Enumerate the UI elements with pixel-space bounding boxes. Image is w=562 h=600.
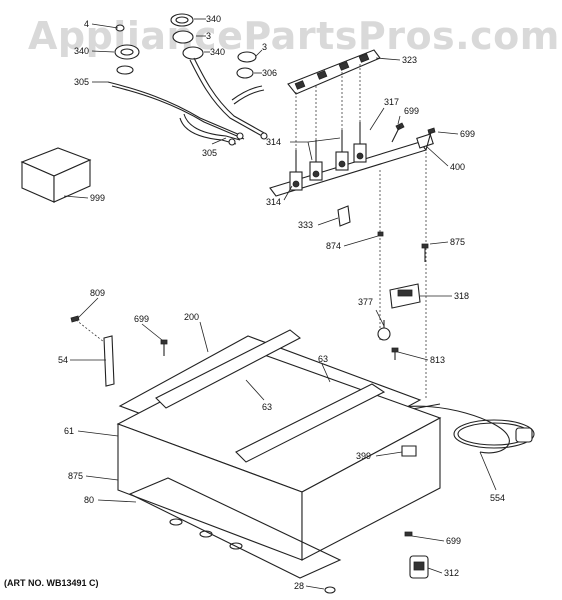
callout-306: 306 (262, 68, 277, 78)
gas-manifold (269, 62, 434, 400)
callout-314-a: 314 (266, 137, 281, 147)
callout-200: 200 (184, 312, 199, 322)
callout-340-b: 340 (74, 46, 89, 56)
callout-875-b: 875 (68, 471, 83, 481)
callout-874: 874 (326, 241, 341, 251)
valve-2 (309, 140, 323, 181)
callout-699-a: 699 (404, 106, 419, 116)
bottom-plate (128, 477, 342, 579)
callout-80: 80 (84, 495, 94, 505)
callout-labels: 4 340 3 340 340 3 306 305 305 323 317 69… (58, 14, 505, 591)
valve-bracket (287, 49, 381, 95)
callout-63-a: 63 (318, 354, 328, 364)
bracket-399 (401, 445, 417, 457)
callout-3-a: 3 (206, 31, 211, 41)
art-number: (ART NO. WB13491 C) (4, 578, 99, 588)
support-rails (155, 329, 386, 463)
burner-box (116, 351, 442, 561)
side-bracket (103, 335, 115, 387)
callout-318: 318 (454, 291, 469, 301)
spark-module (389, 283, 421, 309)
callout-4: 4 (84, 19, 89, 29)
callout-400: 400 (450, 162, 465, 172)
callout-813: 813 (430, 355, 445, 365)
callout-3-b: 3 (262, 42, 267, 52)
callout-54: 54 (58, 355, 68, 365)
valve-1 (289, 150, 303, 191)
callout-305-a: 305 (74, 77, 89, 87)
callout-809: 809 (90, 288, 105, 298)
callout-699-b: 699 (460, 129, 475, 139)
callout-999: 999 (90, 193, 105, 203)
callout-340-a: 340 (206, 14, 221, 24)
callout-377: 377 (358, 297, 373, 307)
callout-63-b: 63 (262, 402, 272, 412)
valve-4 (353, 122, 367, 163)
callout-340-c: 340 (210, 47, 225, 57)
callout-399: 399 (356, 451, 371, 461)
callout-699-c: 699 (134, 314, 149, 324)
foot (324, 586, 336, 594)
leader-lines (63, 18, 497, 590)
valve-3 (335, 130, 349, 171)
callout-28: 28 (294, 581, 304, 591)
bracket-333 (337, 205, 351, 227)
igniter-switch (377, 320, 391, 341)
callout-314-b: 314 (266, 197, 281, 207)
callout-61: 61 (64, 426, 74, 436)
callout-317: 317 (384, 97, 399, 107)
burner-head-group (114, 13, 257, 79)
callout-554: 554 (490, 493, 505, 503)
callout-875-a: 875 (450, 237, 465, 247)
callout-333: 333 (298, 220, 313, 230)
callout-699-d: 699 (446, 536, 461, 546)
callout-305-b: 305 (202, 148, 217, 158)
callout-312: 312 (444, 568, 459, 578)
wire-harness (395, 403, 535, 454)
callout-323: 323 (402, 55, 417, 65)
parts-box (20, 147, 92, 203)
regulator (409, 555, 429, 579)
